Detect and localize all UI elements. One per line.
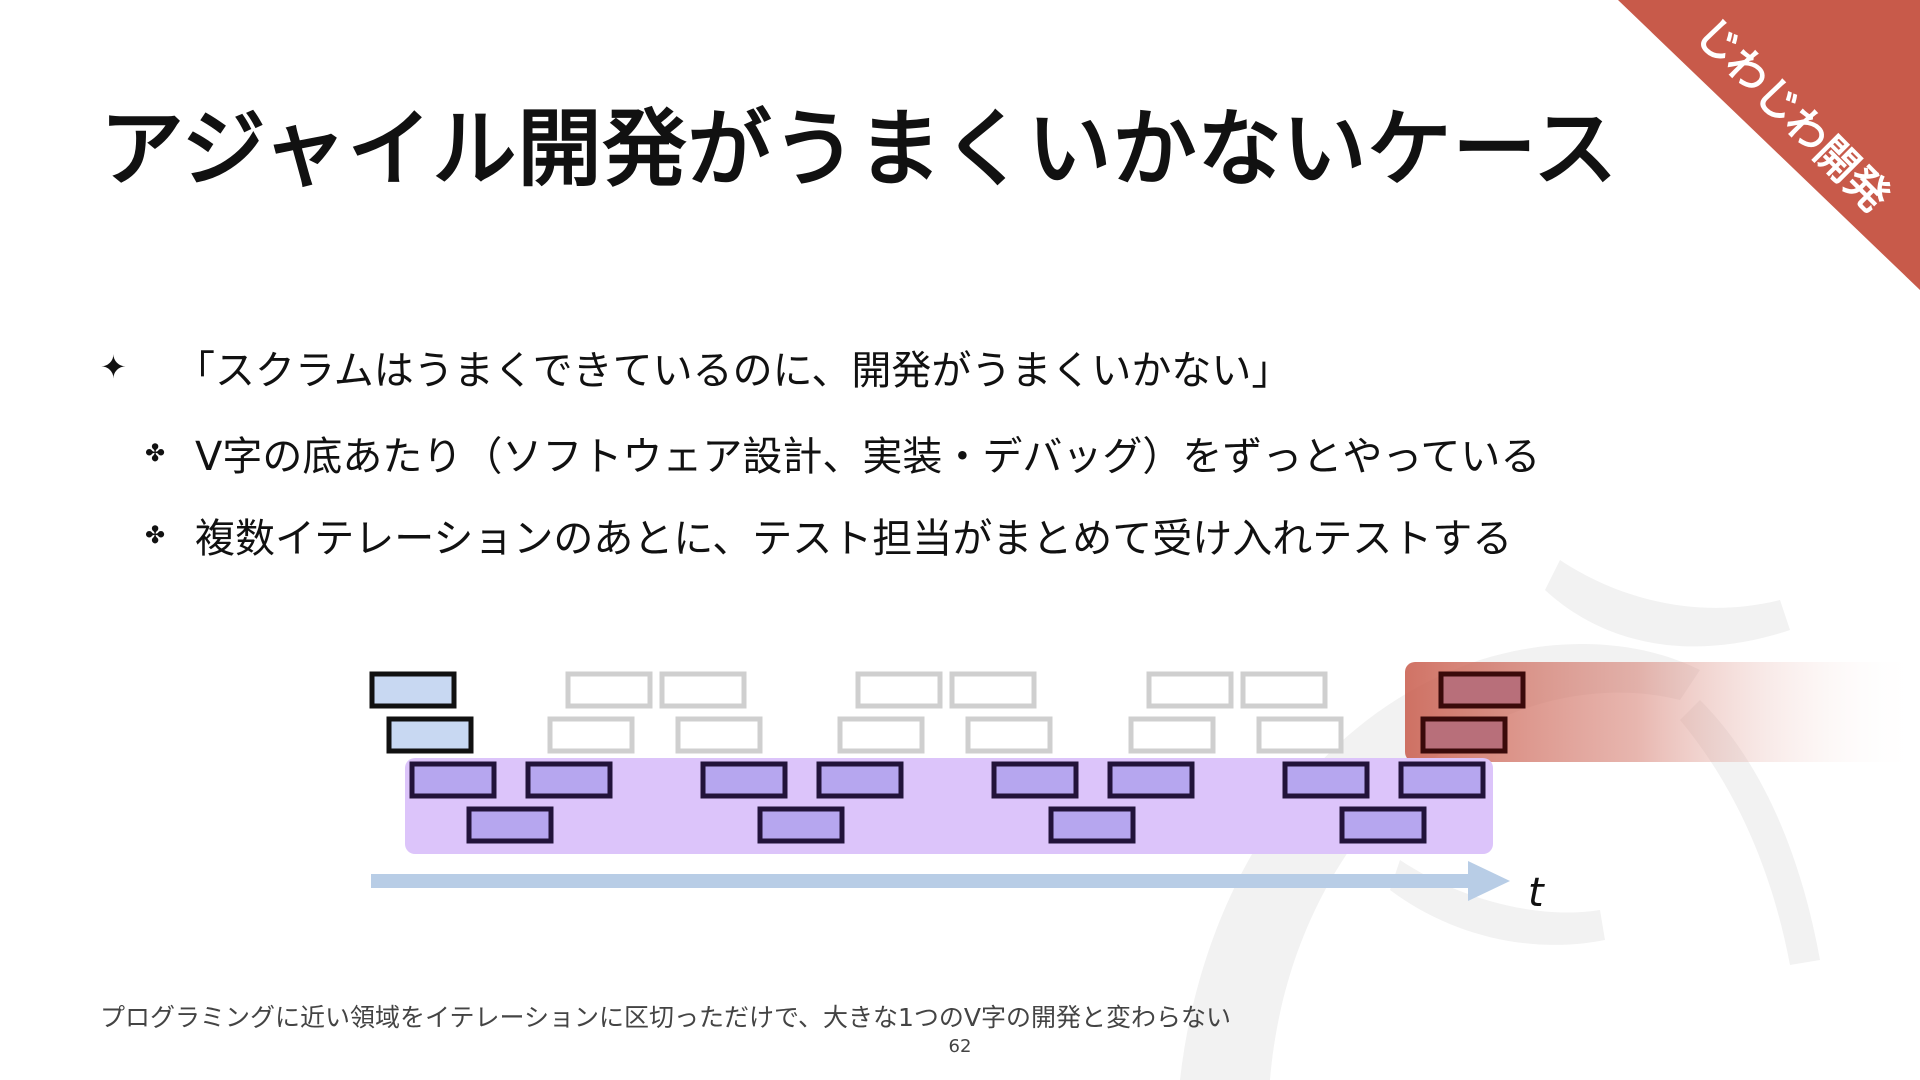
ghost-blocks — [550, 674, 1341, 751]
requirements-block — [372, 674, 454, 706]
time-axis-arrowhead — [1468, 861, 1510, 901]
ghost-block — [1131, 719, 1213, 751]
page-number: 62 — [940, 1036, 980, 1057]
ghost-block — [1259, 719, 1341, 751]
ghost-block — [858, 674, 940, 706]
time-axis — [371, 861, 1510, 901]
ghost-block — [968, 719, 1050, 751]
impl-block — [469, 809, 551, 841]
impl-block — [760, 809, 842, 841]
impl-block — [994, 764, 1076, 796]
ghost-block — [952, 674, 1034, 706]
impl-block — [819, 764, 901, 796]
ghost-block — [1149, 674, 1231, 706]
time-axis-line — [371, 874, 1471, 888]
ghost-block — [678, 719, 760, 751]
footnote: プログラミングに近い領域をイテレーションに区切っただけで、大きな1つのV字の開発… — [100, 998, 1231, 1034]
acceptance-test-block — [1423, 719, 1505, 751]
impl-block — [1110, 764, 1192, 796]
ghost-block — [840, 719, 922, 751]
impl-block — [528, 764, 610, 796]
impl-block — [1051, 809, 1133, 841]
design-block — [389, 719, 471, 751]
time-axis-label: t — [1528, 870, 1545, 916]
ghost-block — [662, 674, 744, 706]
acceptance-test-block — [1441, 674, 1523, 706]
ghost-block — [568, 674, 650, 706]
impl-block — [1342, 809, 1424, 841]
impl-block — [1401, 764, 1483, 796]
ghost-block — [550, 719, 632, 751]
impl-block — [412, 764, 494, 796]
impl-block — [703, 764, 785, 796]
impl-block — [1285, 764, 1367, 796]
ghost-block — [1243, 674, 1325, 706]
